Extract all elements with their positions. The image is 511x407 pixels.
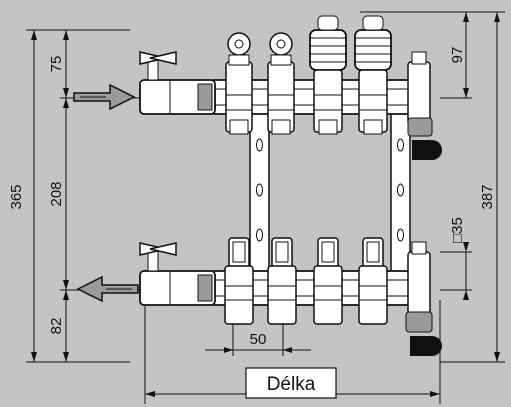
length-label: Délka [267, 374, 316, 395]
dim-387: 387 [479, 184, 496, 209]
bottom-outlet-2 [267, 237, 297, 325]
dim-82: 82 [48, 318, 65, 335]
inflow-arrow-icon [73, 83, 136, 111]
dim-75: 75 [48, 56, 65, 73]
support-rail-left [249, 94, 270, 296]
top-end-vent [407, 51, 442, 160]
top-outlet-1 [225, 32, 253, 135]
ball-valve-icon [139, 51, 216, 115]
top-outlet-4 [354, 15, 392, 135]
dim-square-35: □35 [449, 217, 466, 243]
dim-50: 50 [250, 331, 267, 348]
bottom-outlet-3 [313, 237, 343, 325]
bottom-ball-valve [139, 242, 216, 306]
dim-97: 97 [449, 47, 466, 64]
bottom-end-vent [405, 241, 442, 356]
bottom-outlet-4 [358, 237, 388, 325]
support-rail-right [390, 94, 411, 296]
top-outlet-2 [267, 32, 295, 135]
dimension-arrowheads [31, 12, 500, 397]
length-label-box [245, 367, 337, 399]
thermostatic-valve-icon [309, 15, 347, 135]
outflow-arrow-icon [76, 275, 139, 303]
flow-meter-icon [224, 237, 254, 325]
dim-365: 365 [8, 184, 25, 209]
dim-208: 208 [48, 181, 65, 206]
